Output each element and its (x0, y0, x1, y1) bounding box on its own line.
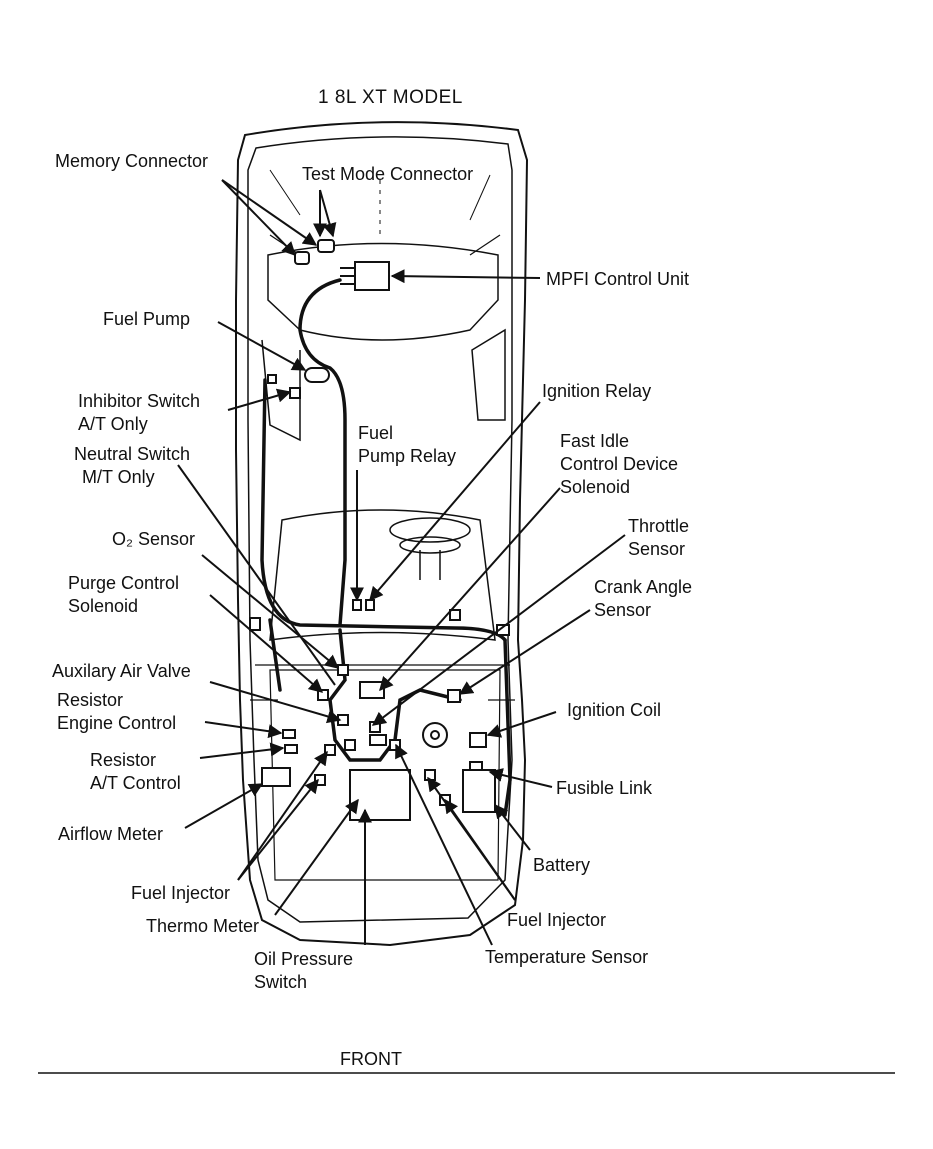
label-fuel-pump-relay-line2: Pump Relay (358, 446, 457, 466)
label-thermo-meter: Thermo Meter (146, 916, 260, 936)
leader-temperature-sensor (395, 743, 493, 946)
label-test-mode-connector: Test Mode Connector (302, 164, 474, 184)
fuel-pump-shape (304, 367, 330, 383)
label-resistor-at-line1: Resistor (90, 750, 157, 770)
label-inhibitor-switch-line2: A/T Only (78, 414, 148, 434)
leader-resistor-engine (204, 721, 283, 739)
mpfi-control-unit-shape (354, 261, 390, 291)
label-crank-angle-line2: Sensor (594, 600, 652, 620)
label-resistor-engine-control: Resistor Engine Control (57, 689, 176, 735)
label-oil-pressure-switch: Oil Pressure Switch (254, 948, 353, 994)
ignition-coil-shape (469, 732, 487, 748)
leader-aux-air-valve (209, 681, 342, 724)
label-throttle-sensor: Throttle Sensor (628, 515, 689, 561)
airflow-meter-shape (261, 767, 291, 787)
label-throttle-sensor-line2: Sensor (628, 539, 686, 559)
label-inhibitor-switch-line1: Inhibitor Switch (78, 391, 201, 411)
label-fast-idle: Fast Idle Control Device Solenoid (560, 430, 678, 499)
label-neutral-switch-line2: M/T Only (82, 467, 155, 487)
label-fast-idle-line3: Solenoid (560, 477, 631, 497)
label-memory-connector: Memory Connector (55, 151, 209, 171)
label-resistor-at-line2: A/T Control (90, 773, 181, 793)
label-battery: Battery (533, 855, 591, 875)
leader-resistor-at (199, 742, 285, 759)
label-resistor-engine-line2: Engine Control (57, 713, 177, 733)
label-fast-idle-line2: Control Device (560, 454, 679, 474)
label-resistor-engine-line1: Resistor (57, 690, 124, 710)
test-mode-connector-shape (317, 239, 335, 253)
leader-battery (494, 803, 531, 851)
label-airflow-meter: Airflow Meter (58, 824, 164, 844)
leader-throttle (371, 534, 626, 726)
leader-thermo-meter (274, 798, 359, 916)
label-o2-sensor: O₂ Sensor (112, 529, 196, 549)
leader-lines (177, 179, 626, 946)
label-ignition-relay: Ignition Relay (542, 381, 652, 401)
battery-shape (462, 769, 496, 813)
label-resistor-at-control: Resistor A/T Control (90, 749, 181, 795)
leader-o2-sensor (201, 554, 340, 669)
label-crank-angle-sensor: Crank Angle Sensor (594, 576, 692, 622)
leader-memory-connector-a (221, 179, 296, 257)
leader-neutral-switch (177, 464, 336, 686)
label-oil-pressure-line1: Oil Pressure (254, 949, 354, 969)
label-ignition-coil: Ignition Coil (567, 700, 662, 720)
label-fusible-link: Fusible Link (556, 778, 653, 798)
memory-connector-shape (294, 251, 310, 265)
label-neutral-switch: Neutral Switch M/T Only (74, 443, 190, 489)
intake-manifold-shape (349, 769, 411, 821)
label-fuel-pump-relay-line1: Fuel (358, 423, 394, 443)
label-fuel-pump-relay: Fuel Pump Relay (358, 422, 456, 468)
leader-memory-connector-b (221, 179, 318, 246)
leader-airflow-meter (184, 783, 264, 829)
leader-crank-angle (458, 609, 591, 695)
leader-mpfi (390, 269, 541, 284)
label-purge-control-line1: Purge Control (68, 573, 180, 593)
leader-fast-idle (379, 487, 561, 692)
leader-fuel-pump (217, 321, 307, 371)
leader-inhibitor (227, 388, 292, 411)
label-neutral-switch-line1: Neutral Switch (74, 444, 191, 464)
leader-ignition-coil (486, 711, 557, 738)
leader-ignition-relay (369, 401, 541, 602)
label-oil-pressure-line2: Switch (254, 972, 308, 992)
label-fuel-pump: Fuel Pump (103, 309, 191, 329)
label-front: FRONT (340, 1049, 402, 1069)
leader-fuel-injector-left-a (237, 778, 319, 881)
label-throttle-sensor-line1: Throttle (628, 516, 690, 536)
label-temperature-sensor: Temperature Sensor (485, 947, 649, 967)
label-purge-control: Purge Control Solenoid (68, 572, 179, 618)
components (249, 239, 510, 821)
label-fast-idle-line1: Fast Idle (560, 431, 630, 451)
leader-purge-control (209, 594, 324, 693)
label-mpfi-control-unit: MPFI Control Unit (546, 269, 690, 289)
leader-fusible-link (488, 768, 553, 788)
label-inhibitor-switch: Inhibitor Switch A/T Only (78, 390, 200, 436)
label-auxiliary-air-valve: Auxilary Air Valve (52, 661, 191, 681)
diagram-title: 1 8L XT MODEL (318, 87, 463, 108)
label-fuel-injector-right: Fuel Injector (507, 910, 607, 930)
label-purge-control-line2: Solenoid (68, 596, 139, 616)
leader-fuel-injector-right-b (444, 798, 516, 901)
label-fuel-injector-left: Fuel Injector (131, 883, 231, 903)
wiring-harness (260, 278, 512, 817)
leader-fuel-injector-left-b (237, 750, 328, 881)
label-crank-angle-line1: Crank Angle (594, 577, 693, 597)
steering-wheel (389, 517, 471, 580)
leader-test-mode-b (319, 189, 337, 238)
